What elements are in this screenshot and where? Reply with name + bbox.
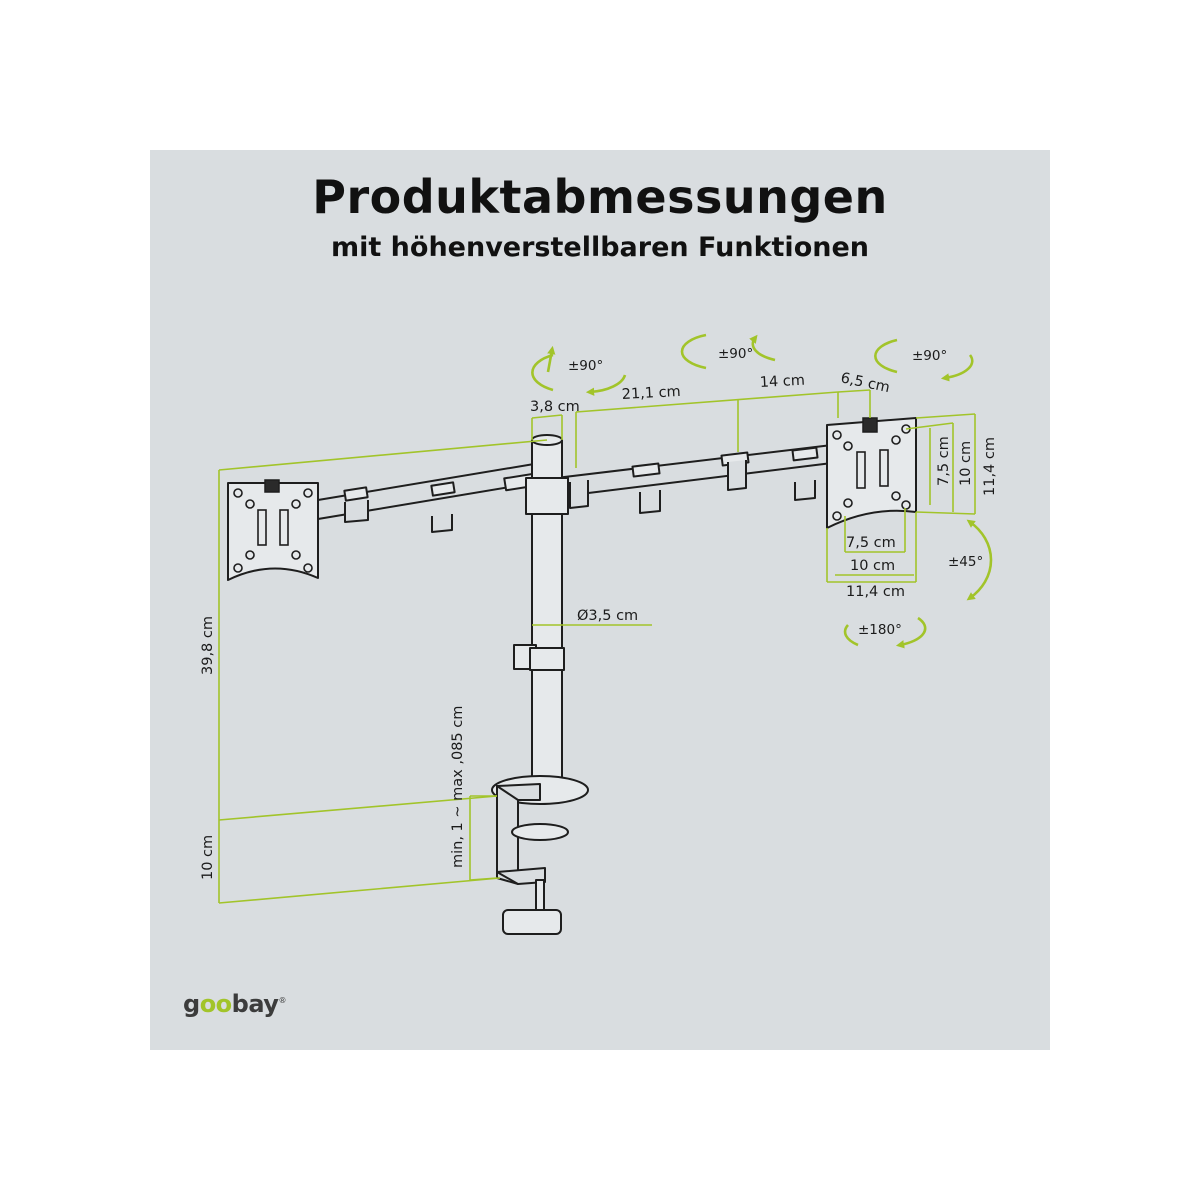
left-vesa-hole xyxy=(291,550,301,560)
left-vesa-knob xyxy=(264,479,280,493)
left-vesa-slot xyxy=(279,509,289,546)
left-vesa-hole xyxy=(233,563,243,573)
clamp-top xyxy=(496,783,541,801)
right-vesa-slot xyxy=(879,449,889,487)
right-arm-clip-4 xyxy=(794,480,816,501)
vesa-tick xyxy=(905,422,954,430)
right-vesa-hole xyxy=(891,435,901,445)
right-vesa-hole xyxy=(832,430,842,440)
clamp-height-label: 10 cm xyxy=(200,835,216,880)
plate-height-label: 11,4 cm xyxy=(982,437,998,496)
rotation-indicators xyxy=(531,335,993,645)
left-vesa-slot xyxy=(257,509,267,546)
pole-top-dimension-label: 3,8 cm xyxy=(530,399,580,415)
height-extension-line xyxy=(218,795,498,821)
logo-registered-mark: ® xyxy=(278,996,286,1005)
background-panel xyxy=(150,150,1050,1050)
right-vesa-hole xyxy=(891,491,901,501)
arm-rotation-arrow xyxy=(680,335,776,370)
tilt-rotation-label: ±45° xyxy=(948,554,983,570)
height-collar xyxy=(529,647,565,671)
left-arm-clip-2 xyxy=(431,514,453,533)
pole-diameter-label: Ø3,5 cm xyxy=(577,608,638,624)
right-vesa-knob xyxy=(862,417,878,433)
right-vesa-slot xyxy=(856,451,866,489)
head-rotation-label: ±90° xyxy=(912,348,947,364)
monitor-mount-drawing xyxy=(227,417,917,935)
vesa-h-small-label: 7,5 cm xyxy=(846,535,896,551)
head-offset-label: 6,5 cm xyxy=(839,370,891,396)
left-vesa-hole xyxy=(303,563,313,573)
clamp-range-label: min, 1 ~ max ,085 cm xyxy=(450,706,466,868)
arm-segment-1-label: 21,1 cm xyxy=(621,384,681,403)
clamp-range-tick xyxy=(469,877,498,881)
arm-segment-2-label: 14 cm xyxy=(759,373,805,391)
plate-height-tick xyxy=(915,413,976,419)
right-vesa-plate xyxy=(826,417,917,529)
pole-arm-collar xyxy=(525,477,569,515)
labels: ±90° ±90° ±90° ±45° ±180° 3,8 cm 21,1 cm… xyxy=(200,346,998,880)
right-vesa-hole xyxy=(843,441,853,451)
vesa-v-small-label: 7,5 cm xyxy=(936,436,952,486)
clamp-screw-handle xyxy=(502,909,562,935)
clamp-extension-line xyxy=(218,877,501,904)
goobay-logo: goobay® xyxy=(183,990,286,1018)
pole-rotation-arrow xyxy=(531,353,627,392)
left-vesa-hole xyxy=(245,550,255,560)
clamp-middle-plate xyxy=(511,823,569,841)
height-extension-line xyxy=(218,439,548,471)
vesa-h-large-label: 10 cm xyxy=(850,558,895,574)
left-arm-joint-2 xyxy=(430,481,456,497)
right-arm-clip-2 xyxy=(639,490,661,514)
right-vesa-hole xyxy=(901,500,911,510)
logo-prefix: g xyxy=(183,990,200,1018)
right-vesa-hole xyxy=(832,511,842,521)
head-offset-line xyxy=(837,389,871,393)
left-arm-clip-1 xyxy=(344,500,369,523)
page-title: Produktabmessungen xyxy=(312,170,888,224)
plate-width-label: 11,4 cm xyxy=(846,584,905,600)
right-arm-joint-1 xyxy=(631,462,661,478)
logo-accent: oo xyxy=(199,990,232,1018)
swivel-rotation-label: ±180° xyxy=(858,622,902,638)
vesa-v-large-label: 10 cm xyxy=(958,441,974,486)
page-subtitle: mit höhenverstellbaren Funktionen xyxy=(330,232,869,263)
left-vesa-hole xyxy=(233,488,243,498)
pole-top-dimension-line xyxy=(531,414,563,419)
left-vesa-hole xyxy=(291,499,301,509)
pole-rotation-label: ±90° xyxy=(568,358,603,374)
plate-height-tick xyxy=(915,511,976,515)
left-vesa-hole xyxy=(303,488,313,498)
tilt-rotation-arrow xyxy=(966,519,993,601)
clamp-screw xyxy=(535,879,545,911)
right-vesa-hole xyxy=(843,498,853,508)
left-arm-joint-1 xyxy=(343,486,369,502)
head-rotation-arrow xyxy=(874,338,974,378)
swivel-rotation-arrow xyxy=(843,616,927,645)
pole-rotation-arrow-head xyxy=(546,345,556,373)
right-arm-clip-1 xyxy=(569,480,589,509)
right-arm-clip-3 xyxy=(727,460,747,491)
left-vesa-hole xyxy=(245,499,255,509)
dimension-lines xyxy=(218,389,976,904)
arm-rotation-label: ±90° xyxy=(718,346,753,362)
right-arm-joint-3 xyxy=(791,446,819,462)
arm-dimension-line xyxy=(575,391,839,413)
total-height-label: 39,8 cm xyxy=(200,616,216,675)
logo-suffix: bay xyxy=(231,990,279,1018)
right-arm xyxy=(555,444,833,498)
